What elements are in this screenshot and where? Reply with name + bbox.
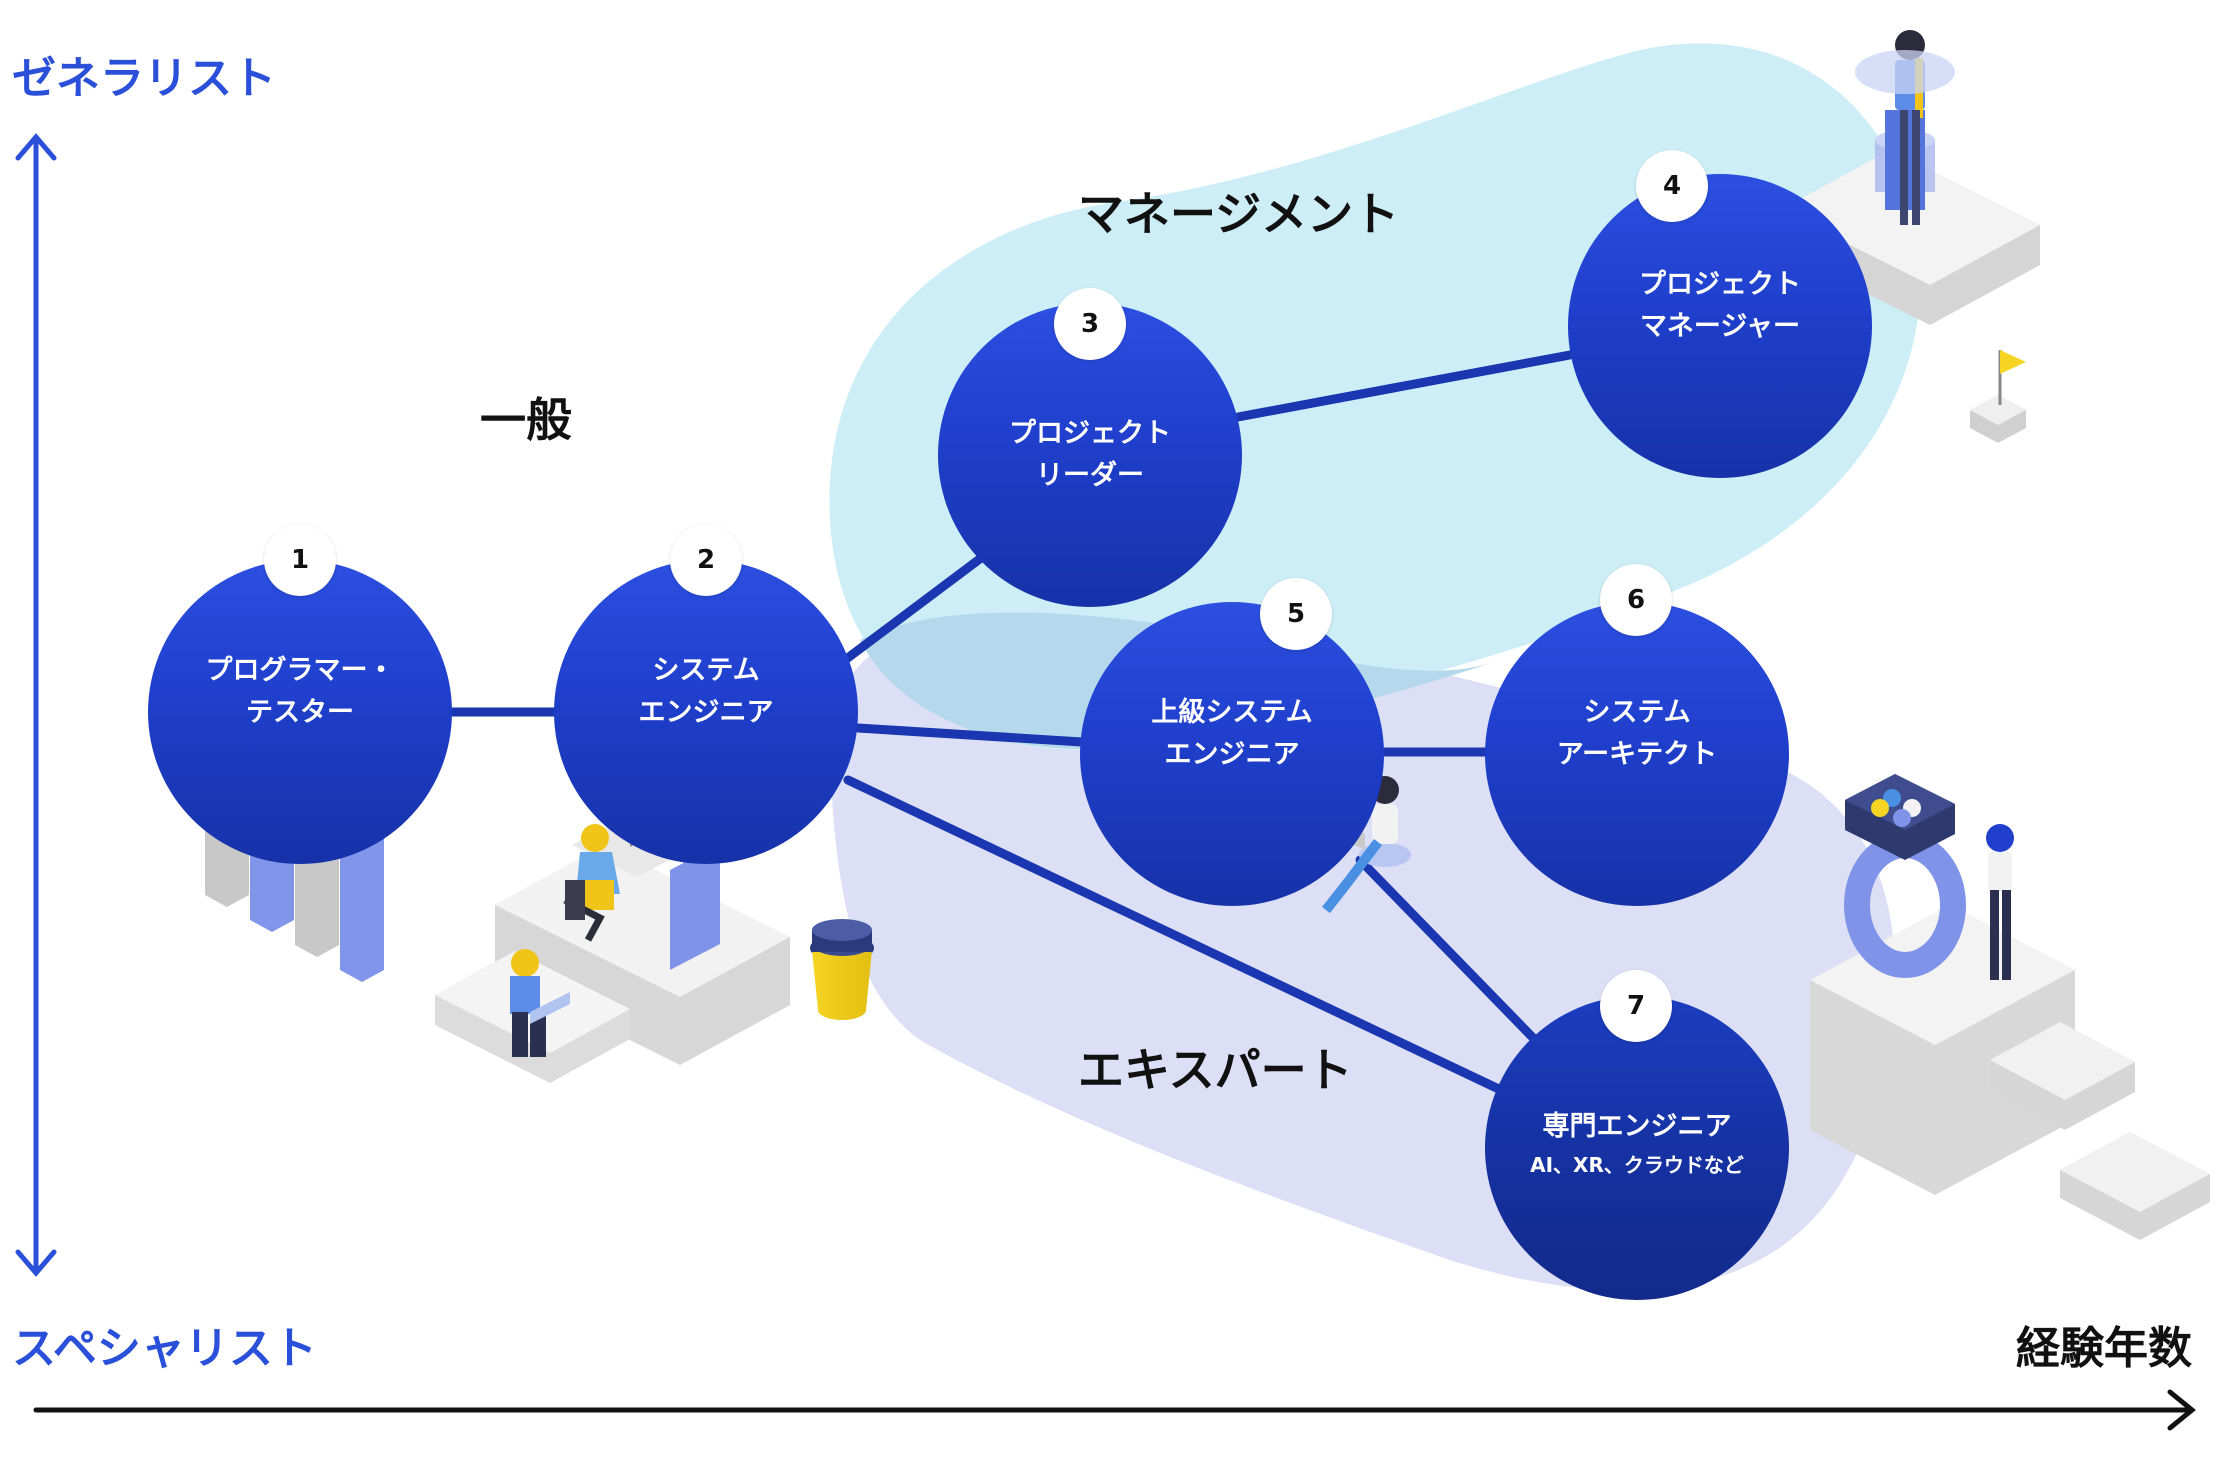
edge-3-4	[1233, 350, 1575, 422]
connections	[445, 350, 1575, 1097]
node-number-badge: 7	[1600, 970, 1672, 1042]
node-system-engineer: システム エンジニア	[554, 560, 858, 864]
vertical-axis	[15, 133, 57, 1277]
node-programmer-tester: プログラマー・ テスター	[148, 560, 452, 864]
horizontal-axis	[33, 1389, 2196, 1431]
experience-years-label: 経験年数	[2016, 1323, 2192, 1374]
coffee-cup-illustration	[810, 919, 874, 1020]
node-number-badge: 6	[1600, 564, 1672, 636]
node-number-badge: 4	[1636, 150, 1708, 222]
node-specialist-engineer: 専門エンジニア AI、XR、クラウドなど	[1485, 996, 1789, 1300]
node-number-badge: 1	[264, 524, 336, 596]
node-title: 専門エンジニア	[1542, 1111, 1732, 1142]
node-title: プロジェクト リーダー	[1009, 418, 1171, 491]
specialist-label: スペシャリスト	[12, 1323, 317, 1374]
node-project-leader: プロジェクト リーダー	[938, 303, 1242, 607]
node-number-badge: 5	[1260, 578, 1332, 650]
node-number-badge: 3	[1054, 288, 1126, 360]
edge-5-7	[1355, 855, 1545, 1050]
node-project-manager: プロジェクト マネージャー	[1568, 174, 1872, 478]
edge-2-5	[853, 723, 1087, 747]
node-senior-system-engineer: 上級システム エンジニア	[1080, 602, 1384, 906]
node-title: 上級システム エンジニア	[1151, 697, 1313, 770]
general-region-label: 一般	[480, 393, 572, 447]
management-region-label: マネージメント	[1078, 187, 1400, 241]
edge-2-7	[843, 775, 1510, 1097]
expert-region-label: エキスパート	[1078, 1043, 1353, 1097]
node-number-badge: 2	[670, 524, 742, 596]
desk-illustration	[435, 800, 790, 1083]
node-title: プロジェクト マネージャー	[1639, 269, 1801, 342]
node-system-architect: システム アーキテクト	[1485, 602, 1789, 906]
node-title: システム アーキテクト	[1556, 697, 1718, 770]
smartwatch-illustration	[1810, 774, 2210, 1240]
node-subtitle: AI、XR、クラウドなど	[1530, 1153, 1744, 1177]
generalist-label: ゼネラリスト	[12, 53, 276, 104]
node-title: システム エンジニア	[638, 655, 774, 728]
node-title: プログラマー・ テスター	[205, 655, 395, 728]
edge-2-3	[840, 550, 990, 665]
